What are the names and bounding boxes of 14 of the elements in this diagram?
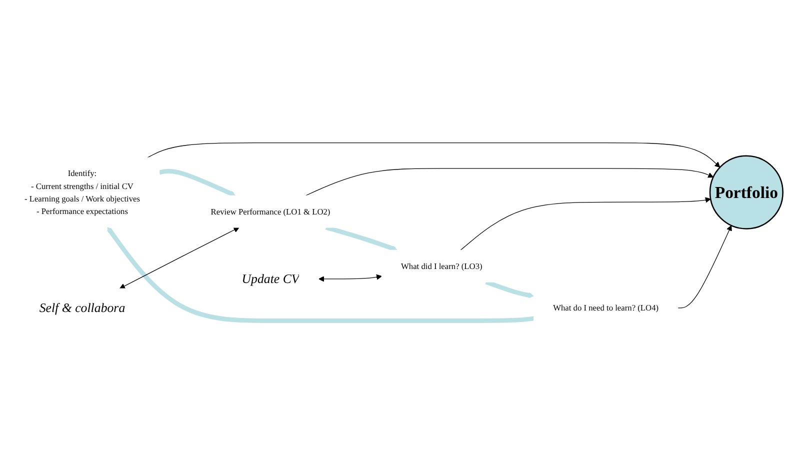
node-circle: Portfolio (709, 155, 784, 230)
arrow (158, 168, 236, 197)
node-text: Update CV (242, 272, 300, 286)
node-text: What do I need to learn? (LO4) (553, 302, 659, 313)
arrow (325, 225, 398, 252)
arrow (305, 168, 714, 196)
arrow (107, 226, 534, 324)
arrow (460, 197, 711, 250)
node-text: Identify: - Current strengths / initial CV - Learning goals / Work objectives - Performance expectations (24, 168, 140, 216)
arrow (678, 225, 732, 308)
node-text: Self & collabora (39, 300, 126, 315)
arrow (318, 274, 382, 282)
arrow (147, 142, 720, 168)
arrow (120, 227, 240, 289)
